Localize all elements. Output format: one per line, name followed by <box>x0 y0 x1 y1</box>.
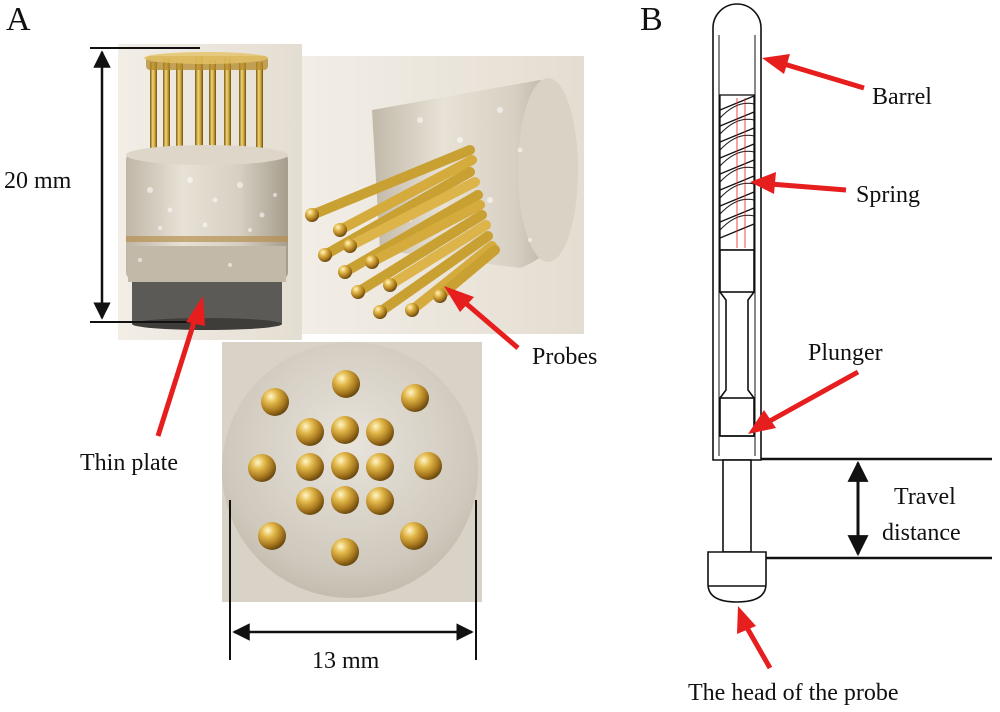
width-dimension-label: 13 mm <box>312 648 380 674</box>
side-view-photo <box>118 44 302 340</box>
probes-arrow <box>444 286 520 350</box>
probes-label: Probes <box>532 344 597 370</box>
travel-distance-dimension <box>761 457 992 560</box>
plunger-label: Plunger <box>808 340 883 366</box>
probe-heads-grid <box>248 370 442 566</box>
spring-arrow <box>750 172 847 194</box>
travel-label-line2: distance <box>882 520 961 546</box>
probe-pins-side <box>144 52 268 162</box>
spring-label: Spring <box>856 182 920 208</box>
angled-view-photo <box>302 56 584 334</box>
probe-schematic <box>707 3 767 603</box>
head-arrow <box>737 606 773 670</box>
bottom-view-photo <box>222 342 482 602</box>
height-dimension <box>90 47 200 323</box>
height-dimension-label: 20 mm <box>4 168 72 194</box>
panel-b-letter: B <box>640 1 663 38</box>
panel-a-letter: A <box>6 1 31 38</box>
thin-plate-label: Thin plate <box>80 450 178 476</box>
barrel-arrow <box>762 54 865 91</box>
travel-label-line1: Travel <box>894 484 956 510</box>
plunger-arrow <box>748 369 860 434</box>
plunger-shaft <box>722 459 752 553</box>
thin-plate-arrow <box>155 296 205 437</box>
probe-head <box>707 551 767 603</box>
head-label: The head of the probe <box>688 680 899 706</box>
barrel-label: Barrel <box>872 84 932 110</box>
spring-coils <box>719 94 755 251</box>
width-dimension <box>229 500 477 660</box>
